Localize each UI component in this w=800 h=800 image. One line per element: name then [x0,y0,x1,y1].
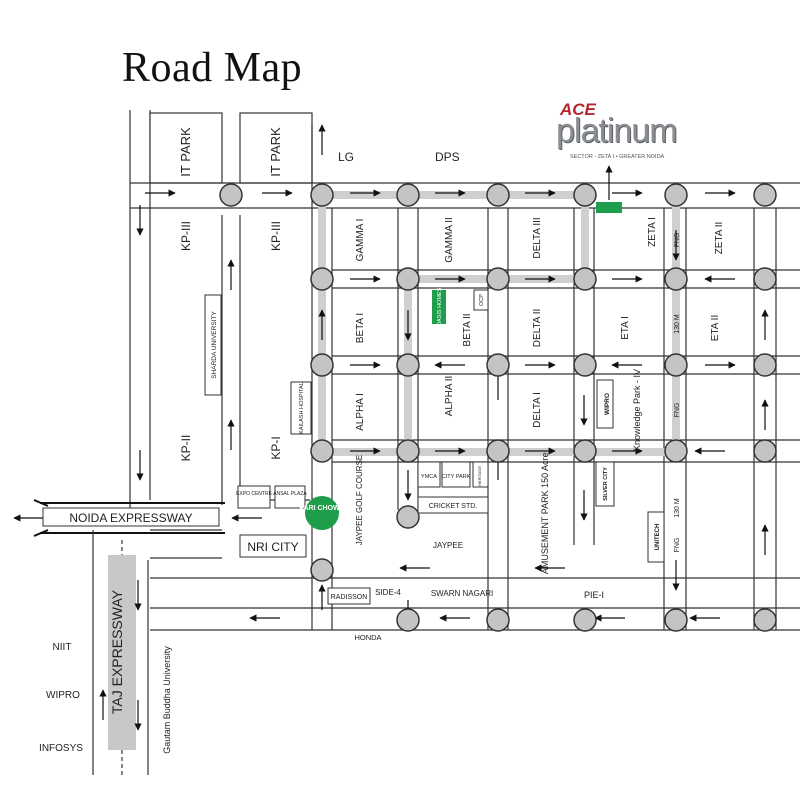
sharda-label: SHARDA UNIVERSITY [211,311,218,379]
kp3-label-2: KP-III [269,221,283,251]
ansal-plaza-label: ANSAL PLAZA [273,491,307,497]
taj-expressway-band [108,555,136,750]
fng-mid-label: FNG [674,403,681,418]
expo-centre-label: EXPO CENTRE [236,491,273,497]
delta1-label: DELTA I [532,392,543,428]
kailash-hospital-box [290,381,312,435]
eta2-label: ETA II [710,315,721,342]
brand-name: platinum [556,112,678,150]
kp1-label: KP-I [269,436,283,459]
wipro-box [596,379,614,429]
wipro-label: WIPRO [46,690,80,701]
130m-low-label: 130 M [674,498,681,518]
ansal-plaza-box [274,485,306,509]
honda-label: HONDA [354,633,381,642]
side4-label: SIDE-4 [375,588,401,597]
junctions [219,183,777,632]
left-roads [129,110,241,559]
nri-city-label: NRI CITY [247,540,298,554]
kp2-label: KP-II [179,435,193,462]
beta2-label: BETA II [462,313,473,346]
dps-label: DPS [435,150,460,164]
project-location-marker [596,202,622,213]
pari-chowk-circle [305,496,339,530]
city-park-box [441,461,471,488]
city-park-label: CITY PARK [442,474,471,480]
it-park-block-1 [149,112,223,184]
amusement-park-label: AMUSEMENT PARK 150 Acre. [540,450,550,574]
radisson-box [327,587,371,605]
delta3-label: DELTA III [532,217,543,258]
heritage-label: HERITAGE [477,466,482,486]
jaypee-golf-label: JAYPEE GOLF COURSE [355,455,364,546]
wipro-box-label: WIPRO [604,393,611,415]
expo-centre-box [237,485,271,509]
page-title: Road Map [122,45,303,91]
ocp-label: OCP [479,294,485,306]
heritage-box [472,461,489,488]
nri-city-box [239,534,307,558]
beta1-label: BETA I [355,313,366,343]
it-park-label-1: IT PARK [178,127,193,177]
cricket-stadium-box [417,496,489,514]
noida-expressway-label: NOIDA EXPRESSWAY [69,511,192,525]
radisson-label: RADISSON [331,594,368,601]
silver-city-label: SILVER CITY [603,467,609,501]
fng-top-label: FNG [674,233,681,248]
oasis-homes-label: OASIS HOMES [437,287,443,326]
map-labels: IT PARK IT PARK LG DPS KP-III KP-III KP-… [39,127,725,754]
alpha2-label: ALPHA II [444,376,455,417]
brand-tagline: SECTOR - ZETA I • GREATER NOIDA [570,154,665,160]
it-park-label-2: IT PARK [268,127,283,177]
swarn-nagari-label: SWARN NAGARI [431,589,493,598]
gbu-label: Gautam Buddha University [162,646,172,754]
infosys-label: INFOSYS [39,743,83,754]
brand-prefix: ACE [560,100,596,119]
unitech-box [647,511,665,563]
130m-top-label: 130 M [674,314,681,334]
lg-label: LG [338,150,354,164]
sharda-university-box [204,294,222,396]
zeta1-label: ZETA I [647,217,658,247]
ocp-box [473,289,489,311]
ymca-box [417,461,441,488]
unitech-label: UNITECH [655,524,661,551]
cricket-stadium-label: CRICKET STD. [429,503,478,510]
oasis-homes-block [432,290,446,324]
jaypee-label: JAYPEE [433,541,463,550]
delta2-label: DELTA II [532,309,543,348]
noida-expressway-label-box [42,507,220,527]
gamma2-label: GAMMA II [444,217,455,263]
gamma1-label: GAMMA I [355,219,366,262]
zeta2-label: ZETA II [714,222,725,255]
niit-label: NIIT [53,642,72,653]
eta1-label: ETA I [620,316,631,340]
noida-expressway [33,499,225,537]
alpha1-label: ALPHA I [355,393,366,431]
kp3-label-1: KP-III [179,221,193,251]
knowledge-park-label: Knowledge Park - IV [632,369,642,451]
silver-city-box [595,461,615,507]
fng-low-label: FNG [674,538,681,553]
pie1-label: PIE-I [584,590,604,600]
kailash-label: KAILASH HOSPITAL [299,382,305,434]
taj-expressway-label: TAJ EXPRESSWAY [109,589,125,714]
pari-chowk-label: PARI CHOWK [299,505,344,512]
ymca-label: YMCA [421,474,437,480]
